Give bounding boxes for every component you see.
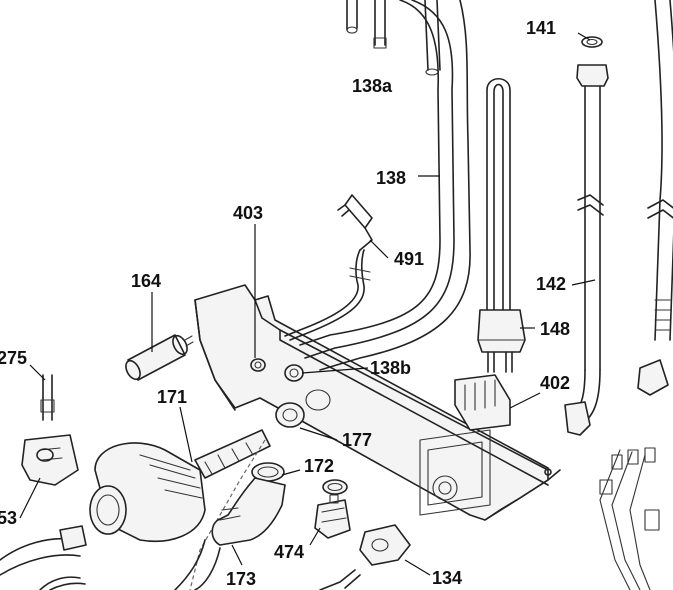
label-172: 172 (304, 456, 334, 476)
label-164: 164 (131, 271, 161, 291)
valve-474 (314, 494, 351, 539)
leader-lines (19, 32, 596, 576)
power-cord-491 (284, 194, 373, 341)
pump-171 (89, 429, 271, 590)
wiring-harness (599, 447, 660, 590)
capacitor-164 (125, 334, 194, 381)
sensor-134 (319, 524, 411, 590)
heating-element-148 (477, 77, 526, 373)
label-402: 402 (540, 373, 570, 393)
label-171: 171 (157, 387, 187, 407)
label-138b: 138b (370, 358, 411, 378)
hose-138 (299, 0, 471, 371)
base-panel (194, 284, 561, 521)
label-173: 173 (226, 569, 256, 589)
label-177: 177 (342, 430, 372, 450)
label-142: 142 (536, 274, 566, 294)
label-474: 474 (274, 542, 304, 562)
label-138: 138 (376, 168, 406, 188)
label-141: 141 (526, 18, 556, 38)
label-403: 403 (233, 203, 263, 223)
part-labels: 138a 141 138 403 491 164 142 148 275 138… (0, 18, 570, 589)
label-275: 275 (0, 348, 27, 368)
label-148: 148 (540, 319, 570, 339)
sensor-53-275 (21, 374, 79, 486)
inlet-hose-142 (564, 36, 609, 436)
label-138a: 138a (352, 76, 393, 96)
bottom-left-hoses (0, 525, 87, 590)
drain-hose-right (637, 0, 673, 396)
label-134: 134 (432, 568, 462, 588)
label-491: 491 (394, 249, 424, 269)
hose-173 (174, 462, 348, 590)
grommets (250, 358, 331, 428)
label-53: 53 (0, 508, 17, 528)
bracket-402 (454, 374, 511, 431)
